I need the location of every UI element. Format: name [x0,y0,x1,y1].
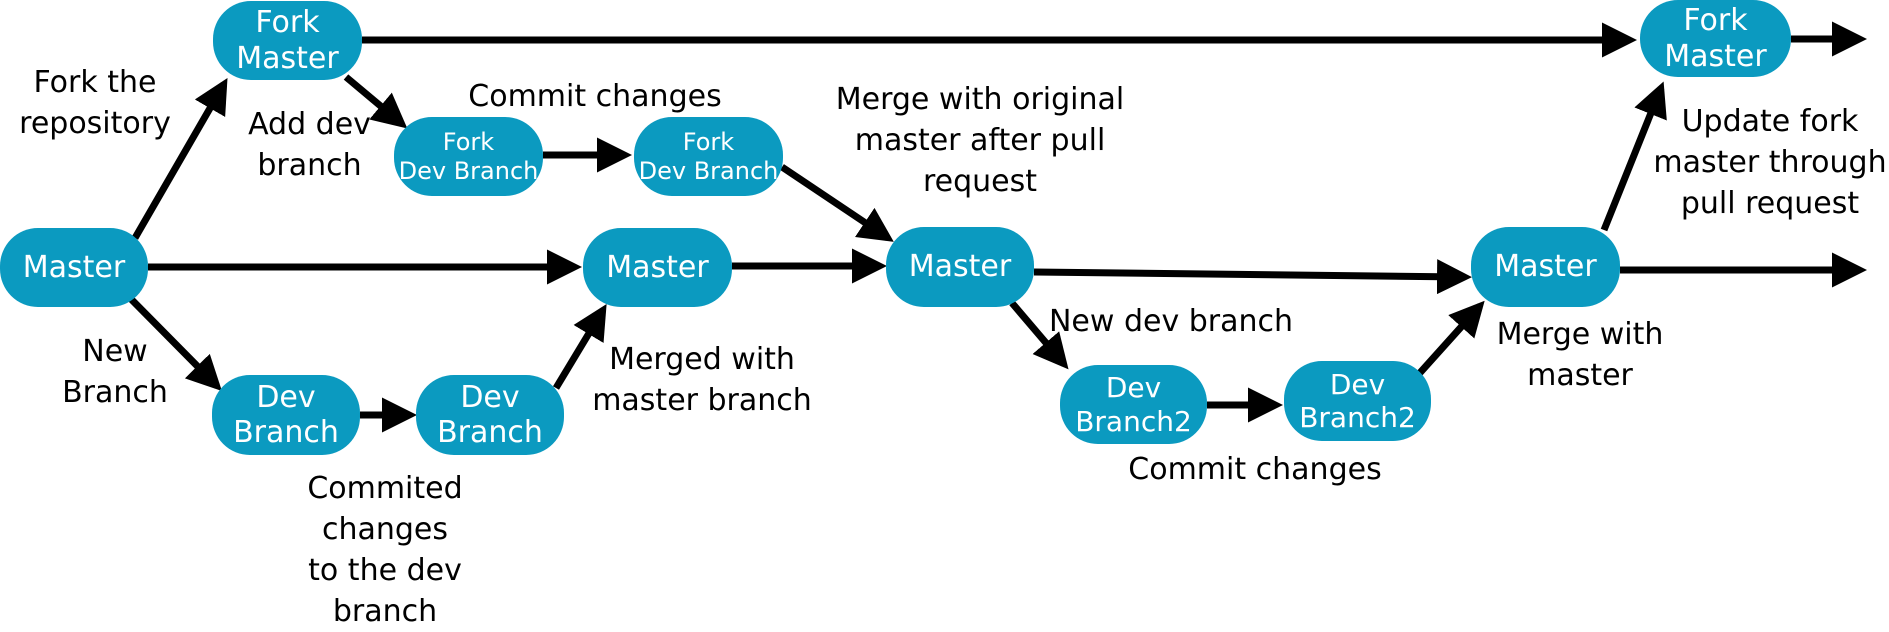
label-line: request [922,164,1038,199]
arrow-dev-branch2-to-master [1415,300,1485,378]
node-label: Master [606,249,709,285]
node-label: Branch [437,415,543,450]
node-label: Dev [1329,367,1386,401]
master-node-1: Master [0,228,148,307]
label-line: Update fork [1681,104,1859,139]
node-label: Fork [1683,3,1748,39]
label-merge-with-master: Merge with master [1470,314,1690,396]
label-line: branch [332,594,438,629]
arrow-master-to-fork-master [131,77,228,240]
node-label: Fork [255,5,320,41]
label-line: to the dev [308,553,462,588]
node-label: Branch2 [1075,404,1192,438]
label-fork-the-repository: Fork the repository [10,62,180,144]
node-label: Branch2 [1299,401,1416,434]
label-line: master after pull [854,123,1106,158]
arrow-fork-dev-to-master [780,164,894,242]
node-label: Fork [442,128,495,157]
node-label: Dev Branch [638,156,779,185]
label-new-branch: New Branch [40,331,190,413]
arrow-master-3-to-master-4 [1033,259,1472,295]
node-label: Dev [1105,371,1162,405]
label-line: New dev branch [1048,304,1294,339]
label-new-dev-branch: New dev branch [1036,301,1306,342]
arrow-dev-branch-to-master [553,304,607,390]
node-label: Master [1494,249,1597,285]
label-line: branch [257,148,362,183]
label-line: Commit changes [468,79,722,114]
master-node-4: Master [1471,227,1620,307]
node-label: Dev Branch [398,156,539,185]
label-commit-changes-top: Commit changes [445,76,745,117]
label-line: Commited [307,471,463,506]
label-line: Branch [62,375,168,410]
label-update-fork-master: Update fork master through pull request [1640,101,1889,224]
node-label: Dev [256,379,316,415]
node-label: Dev [460,379,520,415]
label-line: New [82,334,148,369]
label-line: Add dev [248,107,371,142]
node-label: Master [908,249,1012,285]
label-line: master through [1653,145,1887,180]
node-label: Branch [233,415,339,450]
arrow-fork-master-to-fork-dev [343,74,408,129]
label-line: Commit changes [1128,452,1382,487]
node-label: Master [1664,38,1767,74]
label-line: Fork the [33,65,157,100]
label-line: pull request [1680,186,1860,221]
label-line: changes [321,512,449,547]
arrow-master-4-to-fork-master [1600,81,1667,232]
master-node-3: Master [886,227,1034,307]
node-label: Fork [682,128,735,157]
label-merge-with-original-master: Merge with original master after pull re… [815,79,1145,202]
label-commit-changes-bottom: Commit changes [1105,449,1405,490]
label-add-dev-branch: Add dev branch [232,104,387,186]
node-label: Master [236,40,339,76]
arrow-master-to-dev-branch [127,295,222,391]
label-line: master branch [592,383,812,418]
node-label: Master [22,249,126,285]
arrow-master-3-to-dev-branch2 [1009,300,1069,370]
label-commited-changes-dev: Commited changes to the dev branch [290,468,480,632]
master-node-2: Master [583,228,732,307]
label-line: Merge with [1496,317,1664,352]
label-line: Merged with [609,342,795,377]
label-merged-with-master-branch: Merged with master branch [582,339,822,421]
label-line: Merge with original [835,82,1125,117]
label-line: repository [19,106,171,141]
label-line: master [1527,358,1633,393]
